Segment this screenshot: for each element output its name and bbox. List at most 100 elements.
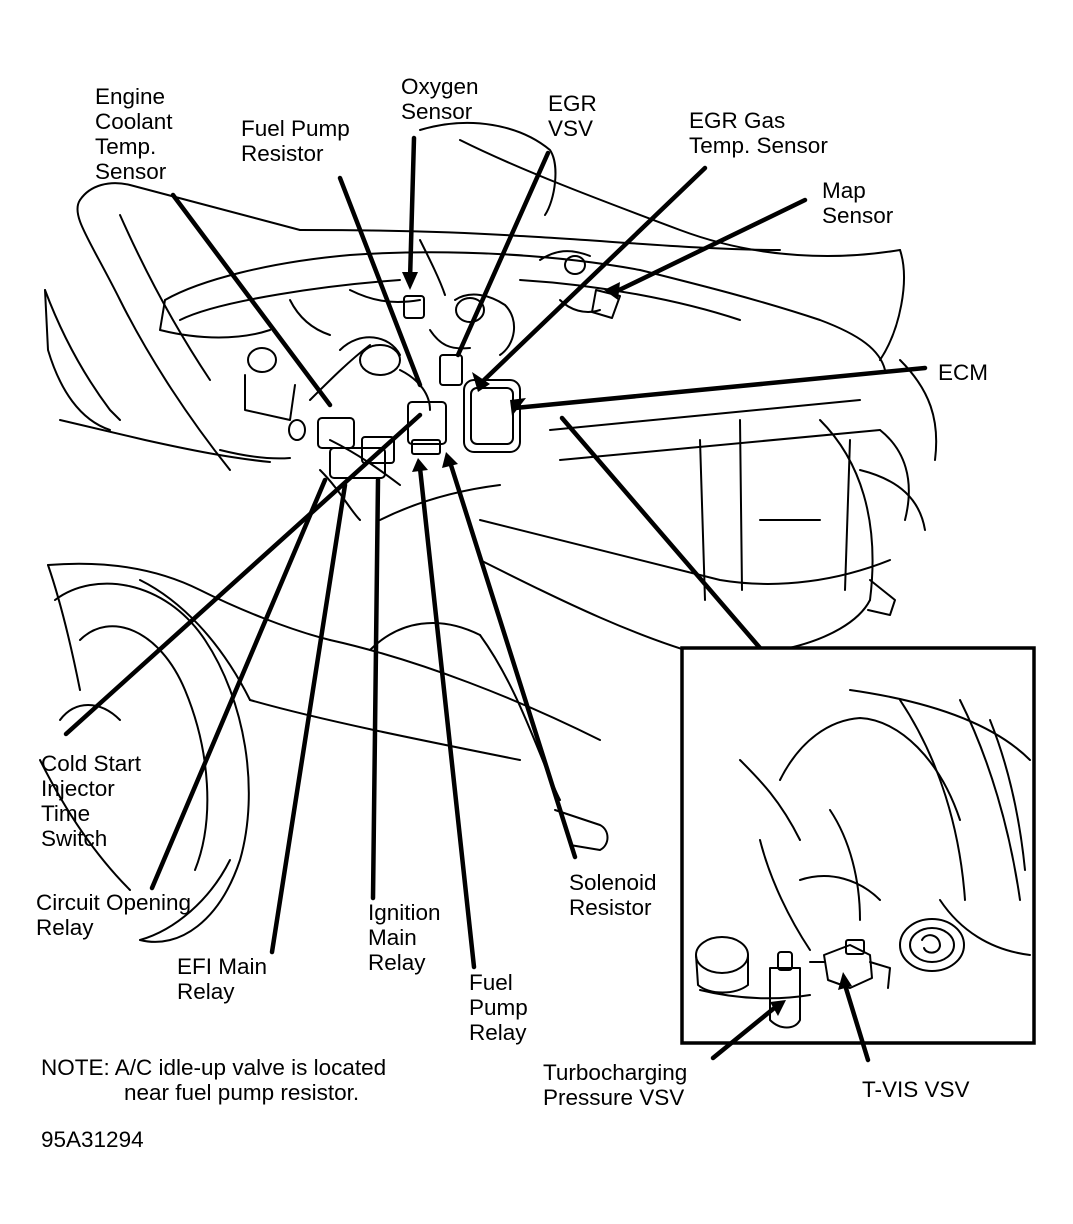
label-line: Engine	[95, 84, 165, 109]
svg-text:Ignition: Ignition	[368, 900, 441, 925]
leader-inset-pointer	[559, 415, 763, 651]
label-line: EFI Main	[177, 954, 267, 979]
svg-text:Temp.: Temp.	[95, 134, 156, 159]
label-engine-coolant-temp-sensor: Engine Coolant Temp. Sensor	[95, 84, 173, 184]
svg-text:Switch: Switch	[41, 826, 107, 851]
arrowhead-ecm	[510, 398, 526, 416]
svg-text:Resistor: Resistor	[241, 141, 324, 166]
svg-text:ECM: ECM	[938, 360, 988, 385]
leader-lines	[63, 135, 928, 970]
label-egr-gas-temp-sensor: EGR Gas Temp. Sensor	[689, 108, 828, 158]
svg-text:EGR Gas: EGR Gas	[689, 108, 785, 133]
label-line: Circuit Opening	[36, 890, 191, 915]
label-line: Switch	[41, 826, 107, 851]
svg-text:Main: Main	[368, 925, 417, 950]
label-line: Map	[822, 178, 866, 203]
svg-text:EGR: EGR	[548, 91, 597, 116]
label-line: Resistor	[569, 895, 652, 920]
leader-fuel-pump-relay	[417, 465, 477, 970]
svg-text:Sensor: Sensor	[401, 99, 473, 124]
label-line: Pressure VSV	[543, 1085, 684, 1110]
label-line: Relay	[36, 915, 94, 940]
label-line: Pump	[469, 995, 528, 1020]
label-line: Relay	[177, 979, 235, 1004]
arrowhead-solenoid-resistor	[442, 452, 458, 468]
label-egr-vsv: EGR VSV	[548, 91, 597, 141]
label-line: Solenoid	[569, 870, 657, 895]
svg-text:Pump: Pump	[469, 995, 528, 1020]
svg-text:VSV: VSV	[548, 116, 593, 141]
figure-id: 95A31294	[41, 1127, 144, 1152]
svg-text:Pressure VSV: Pressure VSV	[543, 1085, 684, 1110]
label-line: T-VIS VSV	[862, 1077, 970, 1102]
note-line: NOTE: A/C idle-up valve is located	[41, 1055, 386, 1080]
leader-ecm	[512, 365, 928, 411]
leader-circuit-opening-relay	[149, 477, 328, 891]
label-line: Turbocharging	[543, 1060, 687, 1085]
label-line: Oxygen	[401, 74, 479, 99]
svg-text:T-VIS VSV: T-VIS VSV	[862, 1077, 970, 1102]
svg-text:Relay: Relay	[36, 915, 94, 940]
label-line: Resistor	[241, 141, 324, 166]
label-line: Relay	[368, 950, 426, 975]
svg-text:Fuel Pump: Fuel Pump	[241, 116, 350, 141]
leader-fuel-pump-resistor	[337, 175, 423, 388]
label-oxygen-sensor: Oxygen Sensor	[401, 74, 479, 124]
leader-t-vis-vsv	[842, 982, 871, 1063]
svg-text:Turbocharging: Turbocharging	[543, 1060, 687, 1085]
note-line: near fuel pump resistor.	[124, 1080, 359, 1105]
svg-text:Resistor: Resistor	[569, 895, 652, 920]
leader-egr-gas-temp-sensor	[479, 165, 708, 385]
leader-efi-main-relay	[269, 482, 348, 955]
label-line: Fuel Pump	[241, 116, 350, 141]
label-line: VSV	[548, 116, 593, 141]
label-line: Relay	[469, 1020, 527, 1045]
leader-turbocharging-pressure-vsv	[710, 1002, 781, 1061]
label-map-sensor: Map Sensor	[822, 178, 894, 228]
svg-text:Engine: Engine	[95, 84, 165, 109]
inset-frame	[680, 646, 1036, 1045]
svg-text:Oxygen: Oxygen	[401, 74, 479, 99]
label-line: Main	[368, 925, 417, 950]
svg-text:Cold Start: Cold Start	[41, 751, 142, 776]
svg-text:near fuel pump resistor.: near fuel pump resistor.	[124, 1080, 359, 1105]
label-line: Temp.	[95, 134, 156, 159]
svg-text:Time: Time	[41, 801, 90, 826]
label-line: Fuel	[469, 970, 513, 995]
leader-solenoid-resistor	[447, 459, 578, 860]
label-line: Sensor	[95, 159, 167, 184]
label-t-vis-vsv: T-VIS VSV	[862, 1077, 970, 1102]
svg-text:Fuel: Fuel	[469, 970, 513, 995]
arrowhead-t-vis-vsv	[838, 972, 852, 990]
label-efi-main-relay: EFI Main Relay	[177, 954, 267, 1004]
note-text: NOTE: A/C idle-up valve is located near …	[41, 1055, 386, 1105]
svg-text:Relay: Relay	[177, 979, 235, 1004]
label-line: Cold Start	[41, 751, 142, 776]
leader-oxygen-sensor	[407, 135, 417, 283]
svg-text:Solenoid: Solenoid	[569, 870, 657, 895]
label-line: Sensor	[401, 99, 473, 124]
label-line: Temp. Sensor	[689, 133, 828, 158]
label-line: Injector	[41, 776, 115, 801]
label-cold-start-injector-time-switch: Cold Start Injector Time Switch	[41, 751, 142, 851]
label-ignition-main-relay: Ignition Main Relay	[368, 900, 441, 975]
label-line: EGR Gas	[689, 108, 785, 133]
label-fuel-pump-relay: Fuel Pump Relay	[469, 970, 528, 1045]
svg-text:Circuit Opening: Circuit Opening	[36, 890, 191, 915]
leader-engine-coolant-temp-sensor	[170, 192, 333, 408]
svg-text:95A31294: 95A31294	[41, 1127, 144, 1152]
arrowhead-oxygen-sensor	[402, 272, 418, 290]
label-circuit-opening-relay: Circuit Opening Relay	[36, 890, 191, 940]
arrowhead-egr-gas-temp-sensor	[472, 372, 490, 392]
arrowhead-fuel-pump-relay	[412, 458, 428, 472]
svg-text:Sensor: Sensor	[822, 203, 894, 228]
svg-text:Relay: Relay	[368, 950, 426, 975]
svg-text:Map: Map	[822, 178, 866, 203]
leader-cold-start-injector-time-switch	[63, 412, 423, 737]
label-ecm: ECM	[938, 360, 988, 385]
label-turbocharging-pressure-vsv: Turbocharging Pressure VSV	[543, 1060, 687, 1110]
svg-text:Temp. Sensor: Temp. Sensor	[689, 133, 828, 158]
inset-detail	[680, 646, 1036, 1063]
arrowhead-turbocharging-pressure-vsv	[770, 1000, 786, 1016]
leader-egr-vsv	[455, 150, 551, 358]
